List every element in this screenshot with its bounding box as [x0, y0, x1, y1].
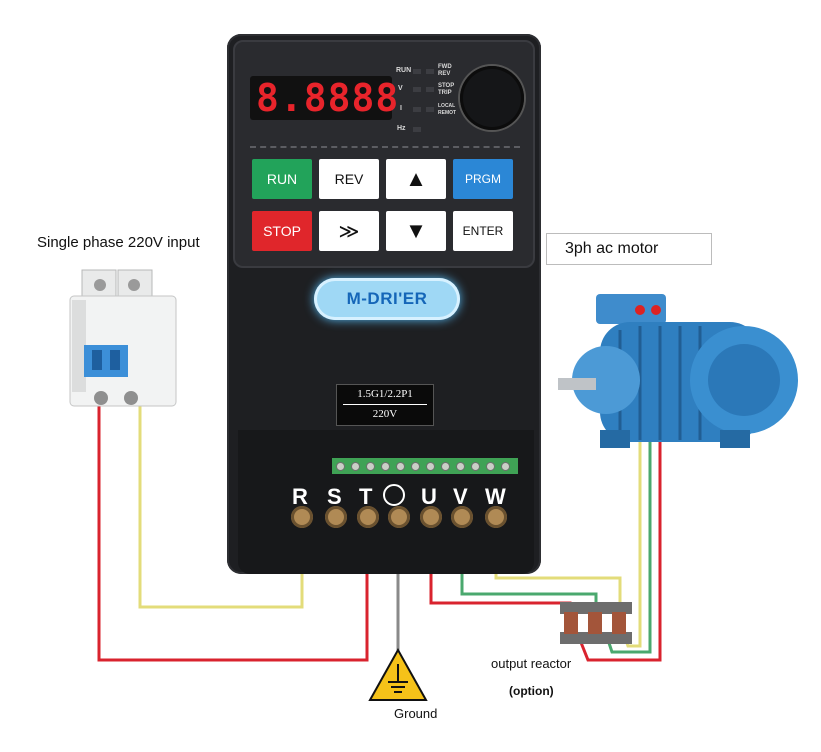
- wire-input-red: [97, 406, 369, 662]
- led-display: [250, 76, 392, 120]
- led-local: [426, 107, 434, 112]
- control-terminal-strip: [332, 458, 518, 474]
- control-terminal: [456, 462, 465, 471]
- led-i: [413, 107, 421, 112]
- ground-terminal-icon: [383, 484, 405, 506]
- terminal-screw-s: [325, 506, 347, 528]
- motor-label: 3ph ac motor: [565, 240, 659, 257]
- motor-label-box: 3ph ac motor: [546, 233, 712, 265]
- indicator-local-remot: LOCAL REMOT: [438, 103, 457, 116]
- rating-voltage: 220V: [372, 408, 398, 420]
- terminal-screw-ground: [388, 506, 410, 528]
- run-button[interactable]: RUN: [252, 159, 312, 199]
- terminal-screw-r: [291, 506, 313, 528]
- reactor-label: output reactor: [491, 656, 572, 671]
- indicator-fwd-rev: FWD REV: [438, 64, 452, 77]
- breaker-icon: [69, 269, 177, 407]
- wire-motor-green: [606, 318, 652, 654]
- terminal-t-label: T: [359, 484, 373, 509]
- control-terminal: [471, 462, 480, 471]
- rating-power: 1.5G1/2.2P1: [357, 388, 413, 400]
- rating-plate: 1.5G1/2.2P1 220V: [336, 384, 434, 426]
- down-button[interactable]: ▼: [386, 211, 446, 251]
- terminal-u-label: U: [421, 484, 437, 509]
- control-terminal: [426, 462, 435, 471]
- rev-button[interactable]: REV: [319, 159, 379, 199]
- control-terminal: [441, 462, 450, 471]
- motor-icon: [558, 294, 798, 448]
- terminal-screw-u: [420, 506, 442, 528]
- control-terminal: [486, 462, 495, 471]
- reactor-icon: [560, 602, 632, 644]
- control-terminal: [396, 462, 405, 471]
- indicator-i: I: [400, 105, 402, 112]
- indicator-hz: Hz: [397, 125, 406, 132]
- indicator-stop-trip: STOP TRIP: [438, 83, 455, 96]
- control-terminal: [381, 462, 390, 471]
- input-label: Single phase 220V input: [37, 234, 200, 251]
- terminal-screw-t: [357, 506, 379, 528]
- option-label: (option): [509, 684, 554, 698]
- led-hz: [413, 127, 421, 132]
- panel-divider: [250, 146, 520, 148]
- up-button[interactable]: ▲: [386, 159, 446, 199]
- terminal-screw-v: [451, 506, 473, 528]
- control-terminal: [501, 462, 510, 471]
- terminal-screw-w: [485, 506, 507, 528]
- ground-label: Ground: [394, 706, 438, 721]
- ground-warning-icon: [368, 647, 428, 701]
- brand-logo: M-DRI'ER: [314, 278, 460, 320]
- terminal-w-label: W: [485, 484, 506, 509]
- wire-motor-red: [578, 318, 662, 662]
- terminal-s-label: S: [327, 484, 342, 509]
- stop-button[interactable]: STOP: [252, 211, 312, 251]
- prgm-button[interactable]: PRGM: [453, 159, 513, 199]
- enter-button[interactable]: ENTER: [453, 211, 513, 251]
- control-terminal: [351, 462, 360, 471]
- led-v: [413, 87, 421, 92]
- indicator-v: V: [398, 85, 403, 92]
- led-run: [413, 69, 421, 74]
- control-terminal: [411, 462, 420, 471]
- terminal-r-label: R: [292, 484, 308, 509]
- knob-icon[interactable]: [460, 66, 524, 130]
- led-stop: [426, 87, 434, 92]
- brand-logo-text: M-DRI'ER: [346, 289, 428, 308]
- control-terminal: [336, 462, 345, 471]
- display-value: 8.8888: [256, 76, 400, 120]
- indicator-run: RUN: [396, 67, 412, 74]
- control-terminal: [366, 462, 375, 471]
- terminal-v-label: V: [453, 484, 468, 509]
- led-fwd: [426, 69, 434, 74]
- shift-button[interactable]: ≫: [319, 211, 379, 251]
